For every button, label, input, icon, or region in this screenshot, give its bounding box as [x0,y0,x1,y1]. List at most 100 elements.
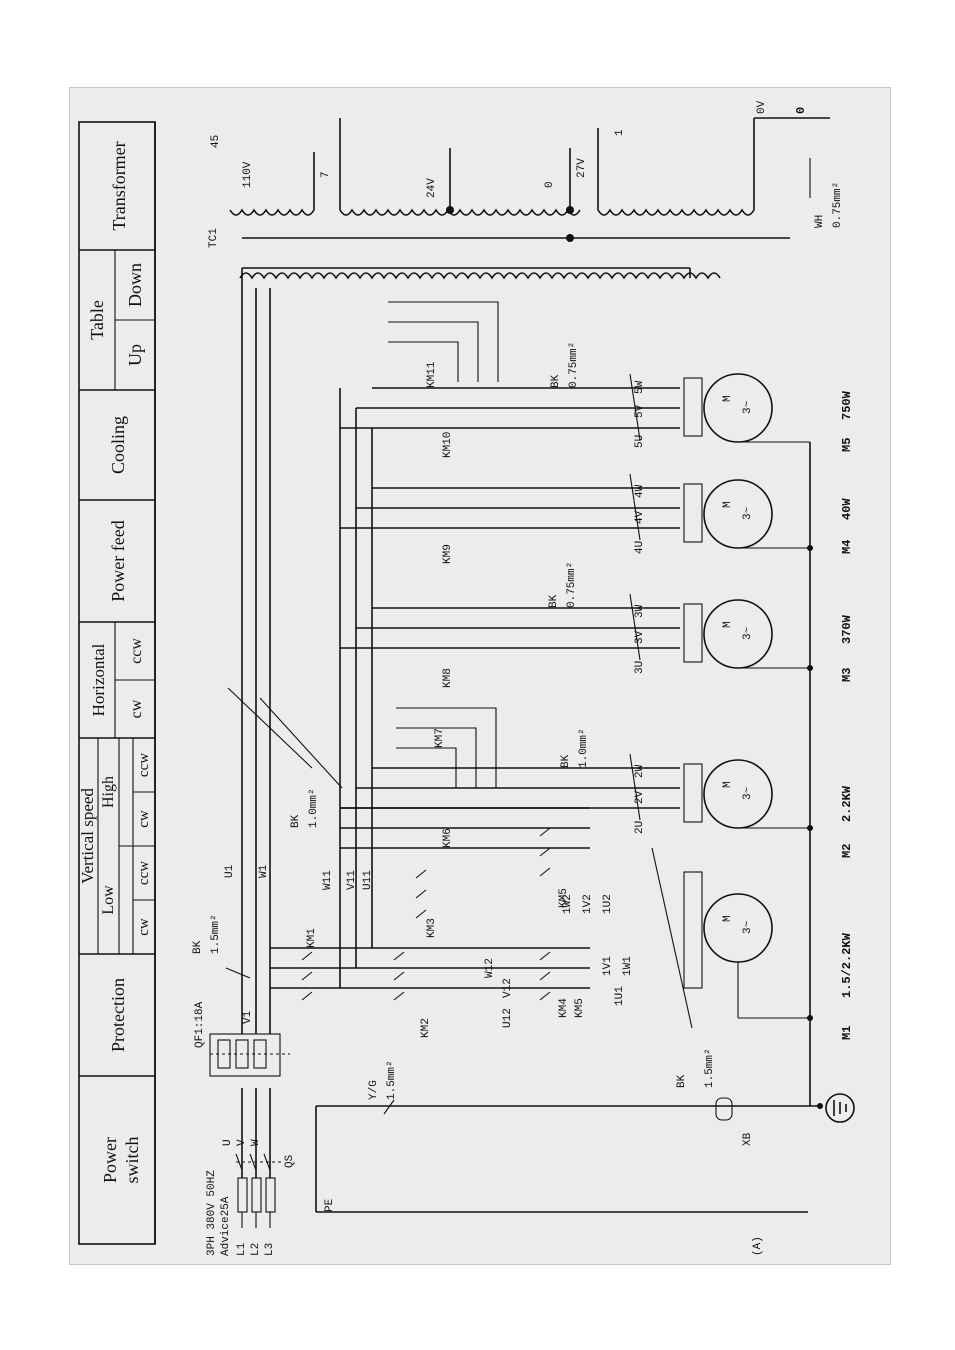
m1-1u2: 1U2 [602,894,614,914]
m1-1w2: 1W2 [562,894,574,914]
protection-header: Protection [108,978,128,1052]
m1-rating: 1.5/2.2KW [840,932,854,998]
tc-wh-size-label: 0.75mm² [832,182,844,228]
m2-2w: 2W [634,764,646,778]
yg-size-label: 1.5mm² [386,1060,398,1100]
svg-text:M: M [722,395,734,402]
contactor-km4: KM4 [539,951,570,1018]
horizontal-header: Horizontal [89,643,108,716]
m1-1v2: 1V2 [582,894,594,914]
motor-m5: M 3~ M5 750W [683,373,854,452]
contactor-km3: KM3 [415,869,438,938]
bk-label-m2: BK [560,754,572,768]
m4-4u: 4U [634,541,646,554]
w12-label: W12 [484,958,496,978]
svg-text:M: M [722,621,734,628]
m3-id: M3 [840,668,854,682]
supply-advice-label: Advice25A [220,1196,232,1256]
tc-0v-label: 0V [756,100,768,114]
low-header: Low [100,885,117,915]
m2-2u: 2U [634,821,646,834]
svg-text:M: M [722,781,734,788]
branch-cooling-m4: KM9 4U 4V 4W [340,473,680,564]
m5-size-label: 0.75mm² [568,342,580,388]
l2-label: L2 [250,1243,262,1256]
breaker-qf1: QF1:18A [194,1001,290,1077]
fuse-l1 [237,1177,248,1213]
yg-label: Y/G [368,1080,380,1100]
v1-label: V1 [242,1010,254,1024]
svg-text:KM2: KM2 [420,1018,432,1038]
m2-id: M2 [840,844,854,858]
supply-section: 3PH 380V 50HZ Advice25A L1 L2 L3 QS U V … [194,956,855,1256]
u12-label: U12 [502,1008,514,1028]
bk-label-qf: BK [192,940,204,954]
u11-label: U11 [362,870,374,890]
m1-1u1: 1U1 [614,986,626,1006]
power-switch-header-1: Power [100,1137,120,1183]
svg-text:3~: 3~ [742,920,754,934]
m5-id: M5 [840,438,854,452]
contactor-km10-label: KM10 [442,432,454,458]
power-switch-header-2: switch [122,1137,142,1184]
table-header: Table [87,300,107,340]
wiring-diagram: Transformer Table Down Up Cooling Power … [78,100,855,1256]
header-table: Transformer Table Down Up Cooling Power … [78,121,156,1245]
motors: M 3~ M1 1.5/2.2KW M 3~ M2 2.2KW M 3~ M3 … [683,373,854,1106]
m1-size-label: 1.5mm² [704,1048,716,1088]
m1-id: M1 [840,1026,854,1040]
svg-text:KM3: KM3 [426,918,438,938]
xb-label: XB [742,1132,754,1146]
svg-text:M: M [722,915,734,922]
m4-4v: 4V [634,510,646,524]
high-header: High [100,776,117,808]
low-cw-header: cw [136,918,152,936]
m3-3v: 3V [634,630,646,644]
horizontal-cw-header: cw [128,699,145,718]
tc-24v-label: 24V [426,178,438,198]
bk-label-m1: BK [676,1074,688,1088]
bk-label-m3: BK [548,594,560,608]
earth-ground-icon [817,1093,855,1123]
m4-id: M4 [840,540,854,554]
w1-label: W1 [258,864,270,878]
bk-label-main: BK [290,814,302,828]
motor-m3: M 3~ M3 370W [683,599,854,682]
tc-27v-label: 27V [576,158,588,178]
m2-rating: 2.2KW [840,785,854,822]
fuse-l2 [251,1177,262,1213]
m4-rating: 40W [840,498,854,520]
m3-3u: 3U [634,661,646,674]
bk-label-m5: BK [550,374,562,388]
m3-size-label: 0.75mm² [566,562,578,608]
transformer-tc1: TC1 45 110V 7 24V 0 27V 1 0V 0 WH 0.75mm… [208,100,844,280]
m3-rating: 370W [840,614,854,644]
tc-7-label: 7 [320,171,332,178]
high-ccw-header: ccw [136,753,152,777]
m1-1v1: 1V1 [602,956,614,976]
contactor-km8-label: KM8 [442,668,454,688]
tc-0-label: 0 [544,181,556,188]
contactor-km2: KM2 [393,951,432,1038]
m2-2v: 2V [634,790,646,804]
qs-w-label: W [250,1139,262,1146]
qs-label: QS [284,1154,296,1168]
km5-b-label: KM5 [574,998,586,1018]
pe-label: PE [324,1198,336,1212]
transformer-header: Transformer [109,141,129,230]
branch-horizontal-m2: KM6 KM7 BK 1.0mm² 2U 2V 2W [340,707,680,848]
horizontal-ccw-header: ccw [128,638,145,664]
m4-4w: 4W [634,484,646,498]
high-cw-header: cw [136,810,152,828]
qs-v-label: V [236,1139,248,1146]
schematic-sheet: Transformer Table Down Up Cooling Power … [69,87,891,1265]
svg-text:3~: 3~ [742,400,754,414]
v11-label: V11 [346,870,358,890]
l1-label: L1 [236,1242,248,1256]
contactor-km7-label: KM7 [434,728,446,748]
m2-size-label: 1.0mm² [578,728,590,768]
power-switch-qs: QS U V W [222,1139,296,1171]
m1-1w1: 1W1 [622,956,634,976]
u1-label: U1 [224,864,236,878]
m5-5w: 5W [634,380,646,394]
